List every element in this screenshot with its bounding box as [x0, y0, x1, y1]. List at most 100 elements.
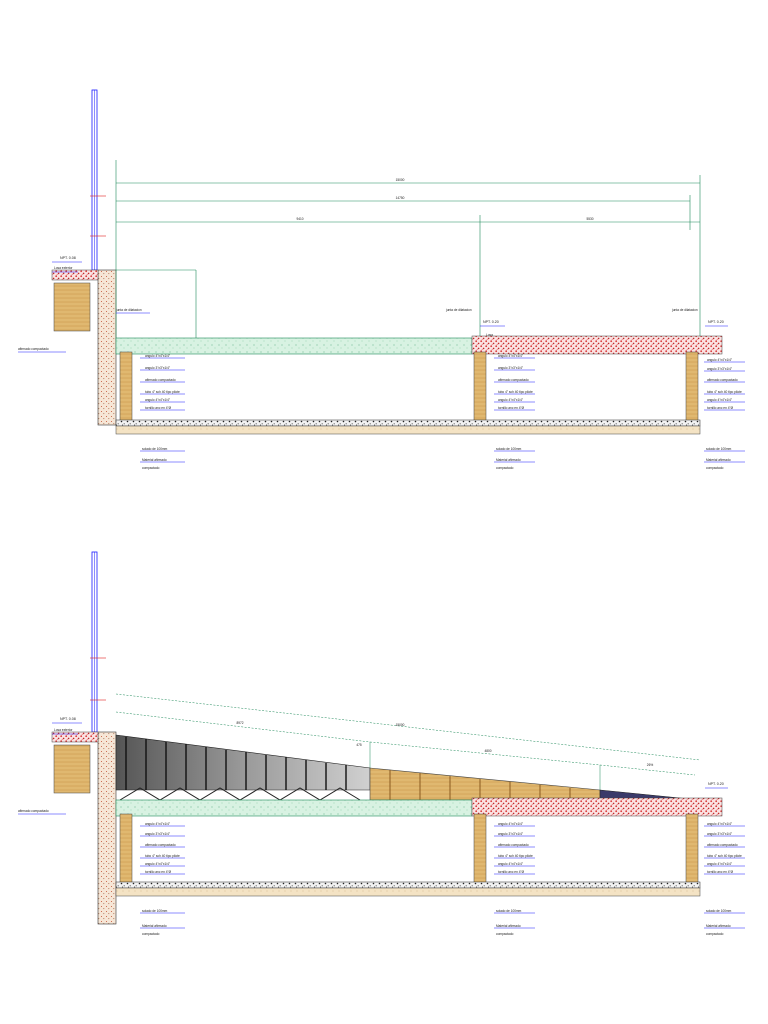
svg-text:tornillo anc en 4"Ø: tornillo anc en 4"Ø: [498, 870, 525, 874]
afirmado-left-bottom: afirmado compactado: [18, 809, 49, 813]
svg-text:angulo 4"x4"x1/4": angulo 4"x4"x1/4": [145, 354, 170, 358]
svg-text:Material afirmado: Material afirmado: [142, 924, 167, 928]
svg-text:tubo 4" sch 40 tipo pilote: tubo 4" sch 40 tipo pilote: [707, 390, 742, 394]
svg-text:tubo 4" sch 40 tipo pilote: tubo 4" sch 40 tipo pilote: [498, 854, 533, 858]
svg-text:compactado: compactado: [142, 466, 160, 470]
svg-text:afirmado compactado: afirmado compactado: [145, 843, 176, 847]
svg-text:afirmado compactado: afirmado compactado: [145, 378, 176, 382]
svg-text:NPT. 0.08: NPT. 0.08: [60, 256, 76, 260]
svg-text:solado de 100mm: solado de 100mm: [142, 447, 168, 451]
svg-text:solado de 100mm: solado de 100mm: [706, 909, 732, 913]
svg-text:NPT. 0.08: NPT. 0.08: [60, 717, 76, 721]
svg-text:Losa exterior: Losa exterior: [54, 728, 73, 732]
svg-text:compactado: compactado: [706, 466, 724, 470]
svg-text:angulo 4"x4"x1/4": angulo 4"x4"x1/4": [498, 354, 523, 358]
svg-text:angulo 4"x4"x1/4": angulo 4"x4"x1/4": [498, 398, 523, 402]
dim-right-span-bottom: 4800: [484, 749, 491, 753]
svg-text:tubo 4" sch 40 tipo pilote: tubo 4" sch 40 tipo pilote: [498, 390, 533, 394]
svg-text:angulo 4"x4"x1/4": angulo 4"x4"x1/4": [145, 398, 170, 402]
pier-left-bottom: [119, 813, 133, 885]
left-wall-top: [97, 269, 117, 426]
dim-overall-bottom: 15000: [396, 723, 405, 727]
slab-left-top: [115, 337, 473, 355]
svg-text:angulo 3"x3"x1/4": angulo 3"x3"x1/4": [498, 832, 523, 836]
svg-text:tubo 4" sch 40 tipo pilote: tubo 4" sch 40 tipo pilote: [707, 854, 742, 858]
svg-text:angulo 4"x4"x1/4": angulo 4"x4"x1/4": [145, 862, 170, 866]
svg-text:afirmado compactado: afirmado compactado: [707, 378, 738, 382]
svg-text:tornillo anc en 4"Ø: tornillo anc en 4"Ø: [498, 406, 525, 410]
svg-text:Material afirmado: Material afirmado: [706, 458, 731, 462]
svg-text:tornillo anc en 4"Ø: tornillo anc en 4"Ø: [145, 406, 172, 410]
svg-text:NPT. 0.20: NPT. 0.20: [483, 320, 499, 324]
svg-text:tubo 4" sch 40 tipo pilote: tubo 4" sch 40 tipo pilote: [145, 854, 180, 858]
dimensions-bottom: [115, 693, 701, 776]
svg-text:Losa exterior: Losa exterior: [54, 266, 73, 270]
ramp-steel-frame: [115, 734, 371, 791]
level-right-top: NPT. 0.20 junta de dilatacion: [671, 308, 728, 327]
svg-text:junta de dilatacion: junta de dilatacion: [671, 308, 698, 312]
gravel-bed-bottom: [115, 881, 701, 889]
svg-text:compactado: compactado: [496, 466, 514, 470]
svg-text:Material afirmado: Material afirmado: [706, 924, 731, 928]
level-left-bottom: NPT. 0.08 Losa exterior: [52, 717, 82, 735]
svg-text:angulo 3"x3"x1/4": angulo 3"x3"x1/4": [145, 366, 170, 370]
left-block-bottom: [53, 744, 91, 794]
slab-right-top: [471, 335, 723, 355]
pier-mid-top: [473, 351, 487, 423]
svg-text:Material afirmado: Material afirmado: [496, 924, 521, 928]
svg-text:afirmado compactado: afirmado compactado: [498, 378, 529, 382]
gravel-bed-top: [115, 419, 701, 427]
dim-second-top: 14750: [396, 196, 405, 200]
pier-left-top: [119, 351, 133, 423]
dim-slope-bottom: 26%: [647, 763, 654, 767]
soil-base-top: [115, 425, 701, 435]
exterior-slab-top: [51, 269, 99, 281]
svg-text:solado de 100mm: solado de 100mm: [142, 909, 168, 913]
base-labels-bottom: solado de 100mm Material afirmado compac…: [140, 909, 745, 936]
callouts-right-top: angulo 4"x4"x1/4" angulo 3"x3"x1/4" afir…: [704, 358, 745, 411]
callouts-left-top: angulo 4"x4"x1/4" angulo 3"x3"x1/4" afir…: [140, 354, 185, 411]
mast-top: [90, 89, 106, 271]
svg-text:angulo 3"x3"x1/4": angulo 3"x3"x1/4": [498, 366, 523, 370]
dim-mid-bottom: 475: [356, 743, 362, 747]
svg-text:tornillo anc en 4"Ø: tornillo anc en 4"Ø: [707, 870, 734, 874]
svg-text:angulo 4"x4"x1/4": angulo 4"x4"x1/4": [707, 862, 732, 866]
svg-text:angulo 4"x4"x1/4": angulo 4"x4"x1/4": [498, 862, 523, 866]
ramp-timber-section: [369, 767, 601, 801]
svg-text:NPT. 0.20: NPT. 0.20: [708, 320, 724, 324]
callouts-mid-bottom: angulo 4"x4"x1/4" angulo 3"x3"x1/4" afir…: [494, 822, 535, 875]
dim-overall-top: 15000: [396, 178, 405, 182]
section-bottom: 15000 8972 475 4800 26%: [18, 551, 745, 936]
svg-text:Material afirmado: Material afirmado: [142, 458, 167, 462]
callouts-mid-top: angulo 4"x4"x1/4" angulo 3"x3"x1/4" afir…: [494, 354, 535, 411]
svg-text:Losa: Losa: [486, 333, 493, 337]
slab-right-bottom: [471, 797, 723, 817]
svg-text:solado de 100mm: solado de 100mm: [496, 447, 522, 451]
pier-right-bottom: [685, 813, 699, 885]
svg-text:solado de 100mm: solado de 100mm: [496, 909, 522, 913]
svg-text:solado de 100mm: solado de 100mm: [706, 447, 732, 451]
level-right-bottom: NPT. 0.20: [705, 782, 728, 789]
svg-text:compactado: compactado: [142, 932, 160, 936]
svg-text:angulo 4"x4"x1/4": angulo 4"x4"x1/4": [707, 398, 732, 402]
svg-text:tubo 4" sch 40 tipo pilote: tubo 4" sch 40 tipo pilote: [145, 390, 180, 394]
svg-text:angulo 4"x4"x1/4": angulo 4"x4"x1/4": [145, 822, 170, 826]
afirmado-left-top: afirmado compactado: [18, 347, 49, 351]
junta-left-top: junta de dilatacion: [115, 308, 150, 314]
dimensions-top: [115, 160, 701, 340]
pier-right-top: [685, 351, 699, 423]
base-labels-top: solado de 100mm Material afirmado compac…: [140, 447, 745, 470]
svg-text:junta de dilatacion: junta de dilatacion: [445, 308, 472, 312]
svg-text:angulo 4"x4"x1/4": angulo 4"x4"x1/4": [498, 822, 523, 826]
pier-mid-bottom: [473, 813, 487, 885]
svg-text:angulo 3"x3"x1/4": angulo 3"x3"x1/4": [145, 832, 170, 836]
callouts-left-bottom: angulo 4"x4"x1/4" angulo 3"x3"x1/4" afir…: [140, 822, 185, 875]
dim-second-bottom: 8972: [236, 721, 243, 725]
section-top: 15000 14750 9410 5530 NPT. 0.08 Losa ext…: [18, 89, 745, 470]
svg-text:compactado: compactado: [706, 932, 724, 936]
svg-text:afirmado compactado: afirmado compactado: [498, 843, 529, 847]
svg-text:NPT. 0.20: NPT. 0.20: [708, 782, 724, 786]
svg-text:junta de dilatacion: junta de dilatacion: [115, 308, 142, 312]
level-left-top: NPT. 0.08 Losa exterior: [52, 256, 82, 273]
